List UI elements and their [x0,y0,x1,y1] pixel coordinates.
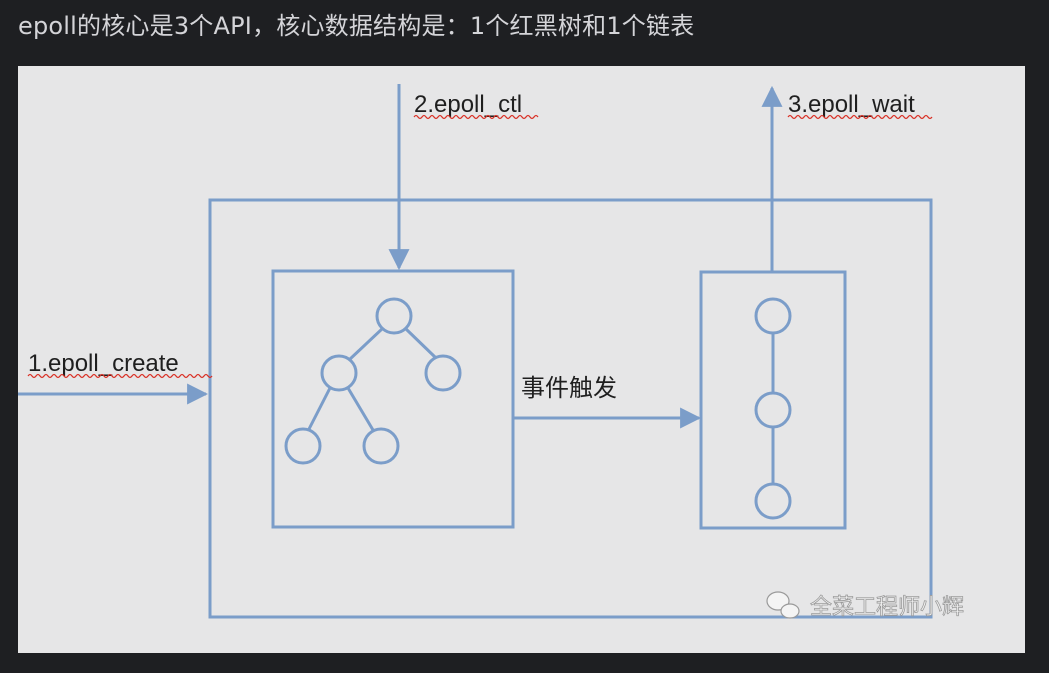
label-event-trigger: 事件触发 [521,374,617,402]
tree-node [284,427,322,465]
label-epoll-ctl: 2.epoll_ctl [414,91,522,118]
list-node [754,482,792,520]
page-heading: epoll的核心是3个API，核心数据结构是：1个红黑树和1个链表 [18,12,695,40]
spellcheck-underline [413,114,539,120]
list-node [754,297,792,335]
tree-node [362,427,400,465]
label-epoll-wait: 3.epoll_wait [788,91,915,118]
tree-edges [306,327,438,432]
wechat-icon [766,591,800,619]
list-node [754,391,792,429]
watermark-text: 全菜工程师小辉 [810,595,964,620]
tree-node [375,297,413,335]
spellcheck-underline [27,373,213,379]
spellcheck-underline [787,114,933,120]
tree-node [424,354,462,392]
label-epoll-create: 1.epoll_create [28,350,179,377]
epoll-diagram: 1.epoll_create 2.epoll_ctl 3.epoll_wait … [18,66,1025,653]
outer-box [208,198,933,619]
rbtree-box [271,269,515,529]
diagram-canvas: 1.epoll_create 2.epoll_ctl 3.epoll_wait … [18,84,964,620]
list-box [699,270,847,530]
tree-node [320,354,358,392]
